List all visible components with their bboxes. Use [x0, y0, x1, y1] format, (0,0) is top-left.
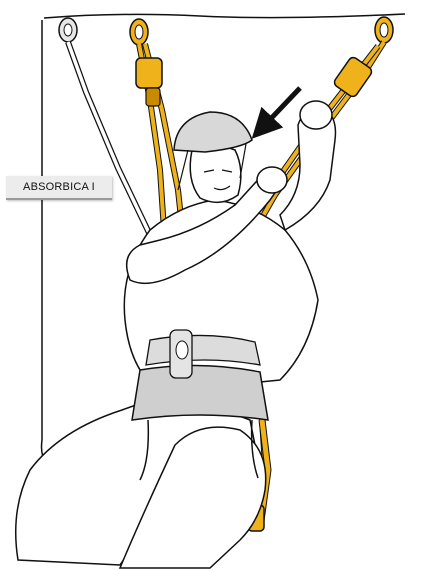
anchor-connector-left [59, 18, 77, 42]
ceiling-line [44, 14, 405, 18]
arrow-icon [262, 88, 300, 128]
wall-line [42, 20, 47, 462]
anchor-connector-center [130, 19, 148, 45]
anchor-connector-right [375, 17, 393, 43]
rope-device-center [136, 58, 162, 106]
lanyard-label: ABSORBICA I [6, 176, 112, 200]
